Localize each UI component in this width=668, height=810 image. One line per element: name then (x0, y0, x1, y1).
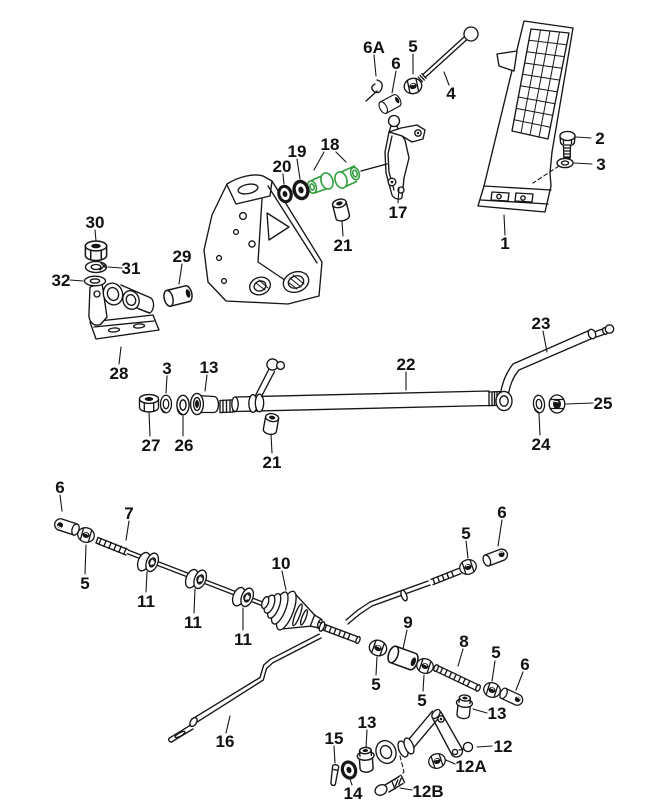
part-25-nut (548, 394, 566, 414)
part-label-13: 13 (488, 704, 507, 723)
part-21-bushing-top (330, 197, 352, 223)
leader-lines (59, 53, 594, 791)
part-5-nut-c (481, 679, 503, 701)
part-label-5: 5 (461, 524, 470, 543)
part-label-3: 3 (162, 359, 171, 378)
part-1-accelerator-pedal (477, 20, 574, 213)
part-label-11: 11 (184, 613, 202, 632)
part-label-12B: 12B (412, 782, 443, 801)
part-label-1: 1 (500, 234, 509, 253)
part-label-4: 4 (446, 84, 456, 103)
part-label-6: 6 (391, 54, 400, 73)
part-label-23: 23 (532, 314, 551, 333)
part-label-12: 12 (494, 737, 513, 756)
part-label-30: 30 (86, 213, 105, 232)
part-label-13: 13 (200, 358, 219, 377)
part-8-rod (433, 664, 481, 692)
part-label-5: 5 (80, 574, 89, 593)
part-label-24: 24 (532, 435, 551, 454)
part-label-9: 9 (403, 613, 412, 632)
part-label-2: 2 (595, 129, 604, 148)
part-24-washer (531, 393, 547, 415)
part-12b-bolt (374, 775, 406, 797)
part-label-27: 27 (142, 436, 161, 455)
part-4-push-rod (413, 26, 479, 86)
part-label-19: 19 (288, 142, 307, 161)
assembly-axis-line (360, 163, 388, 172)
part-label-15: 15 (325, 729, 344, 748)
dashed-reference-lines (394, 165, 560, 781)
part-label-13: 13 (358, 713, 377, 732)
part-label-18: 18 (321, 135, 340, 154)
part-label-5: 5 (491, 643, 500, 662)
part-label-21: 21 (263, 453, 282, 472)
part-18-bushings-highlighted (306, 165, 361, 194)
part-30-nut (84, 240, 108, 262)
upper-link-rod (345, 567, 462, 625)
part-label-5: 5 (417, 691, 426, 710)
part-28-mount-bracket (88, 282, 160, 340)
part-label-21: 21 (334, 236, 353, 255)
part-15-pin (330, 764, 340, 787)
part-label-3: 3 (596, 155, 605, 174)
part-label-6: 6 (55, 478, 64, 497)
pedal-mount-bracket (203, 174, 323, 305)
part-6-bushing-top (376, 92, 404, 116)
part-19-washer (290, 178, 312, 202)
part-label-20: 20 (273, 157, 292, 176)
part-13-bushing-mid (189, 392, 220, 416)
part-23-lever (495, 324, 615, 412)
part-16-rod (168, 633, 322, 743)
part-label-12A: 12A (455, 757, 486, 776)
part-12a-nut (426, 750, 448, 772)
part-label-17: 17 (389, 203, 408, 222)
part-label-5: 5 (371, 675, 380, 694)
part-3-washer-mid (159, 394, 173, 414)
part-label-11: 11 (137, 592, 155, 611)
part-11-grommet-3 (229, 582, 257, 612)
part-label-22: 22 (397, 355, 416, 374)
part-13-bushing-a (454, 693, 474, 721)
part-6a-clip (365, 79, 383, 102)
part-label-16: 16 (216, 732, 235, 751)
part-17-support-bracket (384, 114, 426, 200)
part-21-bushing-mid (262, 411, 280, 437)
part-label-11: 11 (234, 630, 252, 649)
part-label-14: 14 (344, 784, 363, 803)
part-31-lock-washer (84, 260, 108, 274)
part-12-bell-crank (375, 708, 474, 765)
part-32-washer (83, 275, 107, 287)
part-27-nut (138, 393, 160, 413)
part-6-clevis-bottom-left (52, 516, 82, 537)
part-2-bolt (559, 130, 576, 159)
part-label-29: 29 (173, 247, 192, 266)
part-22-shaft (219, 358, 501, 414)
part-label-8: 8 (459, 632, 468, 651)
part-label-25: 25 (594, 394, 613, 413)
part-label-10: 10 (272, 554, 291, 573)
part-11-grommet-2 (182, 564, 210, 594)
part-label-7: 7 (124, 504, 133, 523)
part-label-28: 28 (110, 364, 129, 383)
part-label-5: 5 (408, 37, 417, 56)
part-label-26: 26 (175, 436, 194, 455)
part-10-boot (261, 590, 361, 645)
part-label-31: 31 (122, 259, 141, 278)
part-label-6: 6 (497, 503, 506, 522)
part-6-clevis-upper-right (480, 546, 510, 568)
part-29-bushing (161, 284, 195, 308)
part-label-32: 32 (52, 271, 71, 290)
part-5-nut-a (366, 637, 390, 659)
part-label-6A: 6A (363, 38, 385, 57)
part-13-bushing-b (356, 746, 376, 774)
diagram-line-art (52, 20, 615, 797)
part-label-6: 6 (520, 655, 529, 674)
part-11-grommet-1 (134, 547, 162, 577)
part-3-washer-top (556, 157, 574, 169)
part-14-washer (338, 758, 360, 782)
part-26-washer (175, 394, 191, 416)
